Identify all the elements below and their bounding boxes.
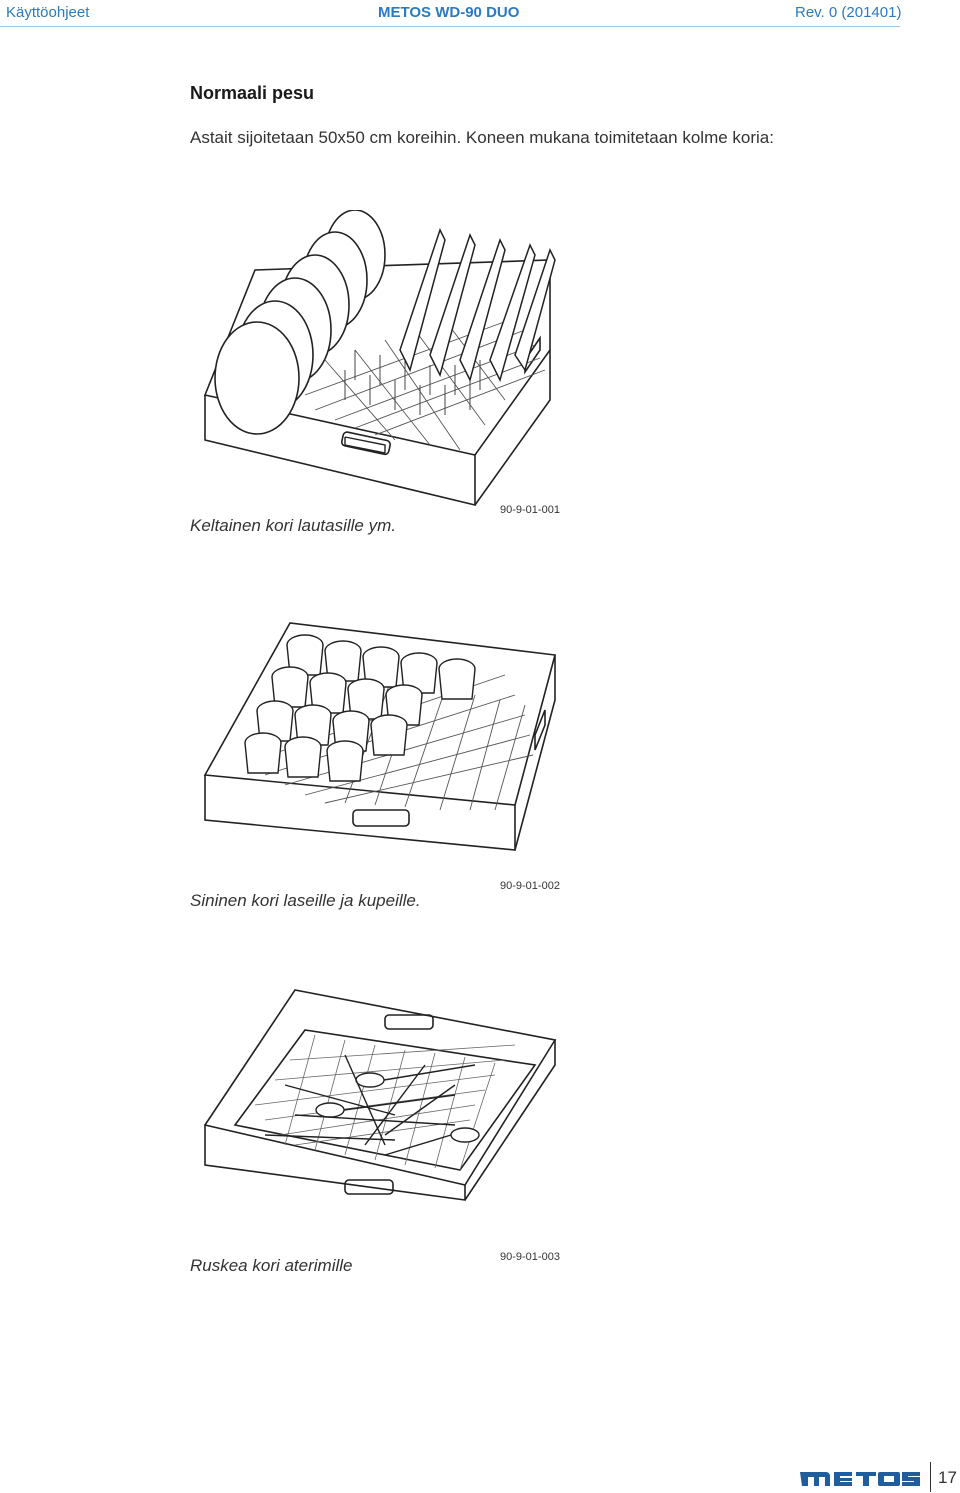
section-intro: Astait sijoitetaan 50x50 cm koreihin. Ko… bbox=[190, 128, 774, 147]
header-revision: Rev. 0 (201401) bbox=[795, 4, 902, 21]
cutlery-rack-illustration bbox=[203, 989, 557, 1201]
footer-divider bbox=[930, 1462, 931, 1492]
plate-rack-illustration bbox=[203, 210, 556, 507]
section-title: Normaali pesu bbox=[190, 83, 315, 103]
header-doc-type: Käyttöohjeet bbox=[6, 4, 90, 21]
cup-rack-illustration bbox=[203, 622, 557, 851]
figure-2-code: 90-9-01-002 bbox=[500, 880, 560, 892]
figure-3-code: 90-9-01-003 bbox=[500, 1251, 560, 1263]
figure-3-caption: Ruskea kori aterimille bbox=[190, 1256, 353, 1275]
page-number: 17 bbox=[938, 1468, 957, 1487]
figure-2-caption: Sininen kori laseille ja kupeille. bbox=[190, 891, 421, 910]
figure-1-code: 90-9-01-001 bbox=[500, 504, 560, 516]
header-divider bbox=[0, 26, 900, 27]
metos-logo bbox=[800, 1472, 920, 1486]
figure-1-caption: Keltainen kori lautasille ym. bbox=[190, 516, 396, 535]
header-product: METOS WD-90 DUO bbox=[378, 4, 520, 21]
